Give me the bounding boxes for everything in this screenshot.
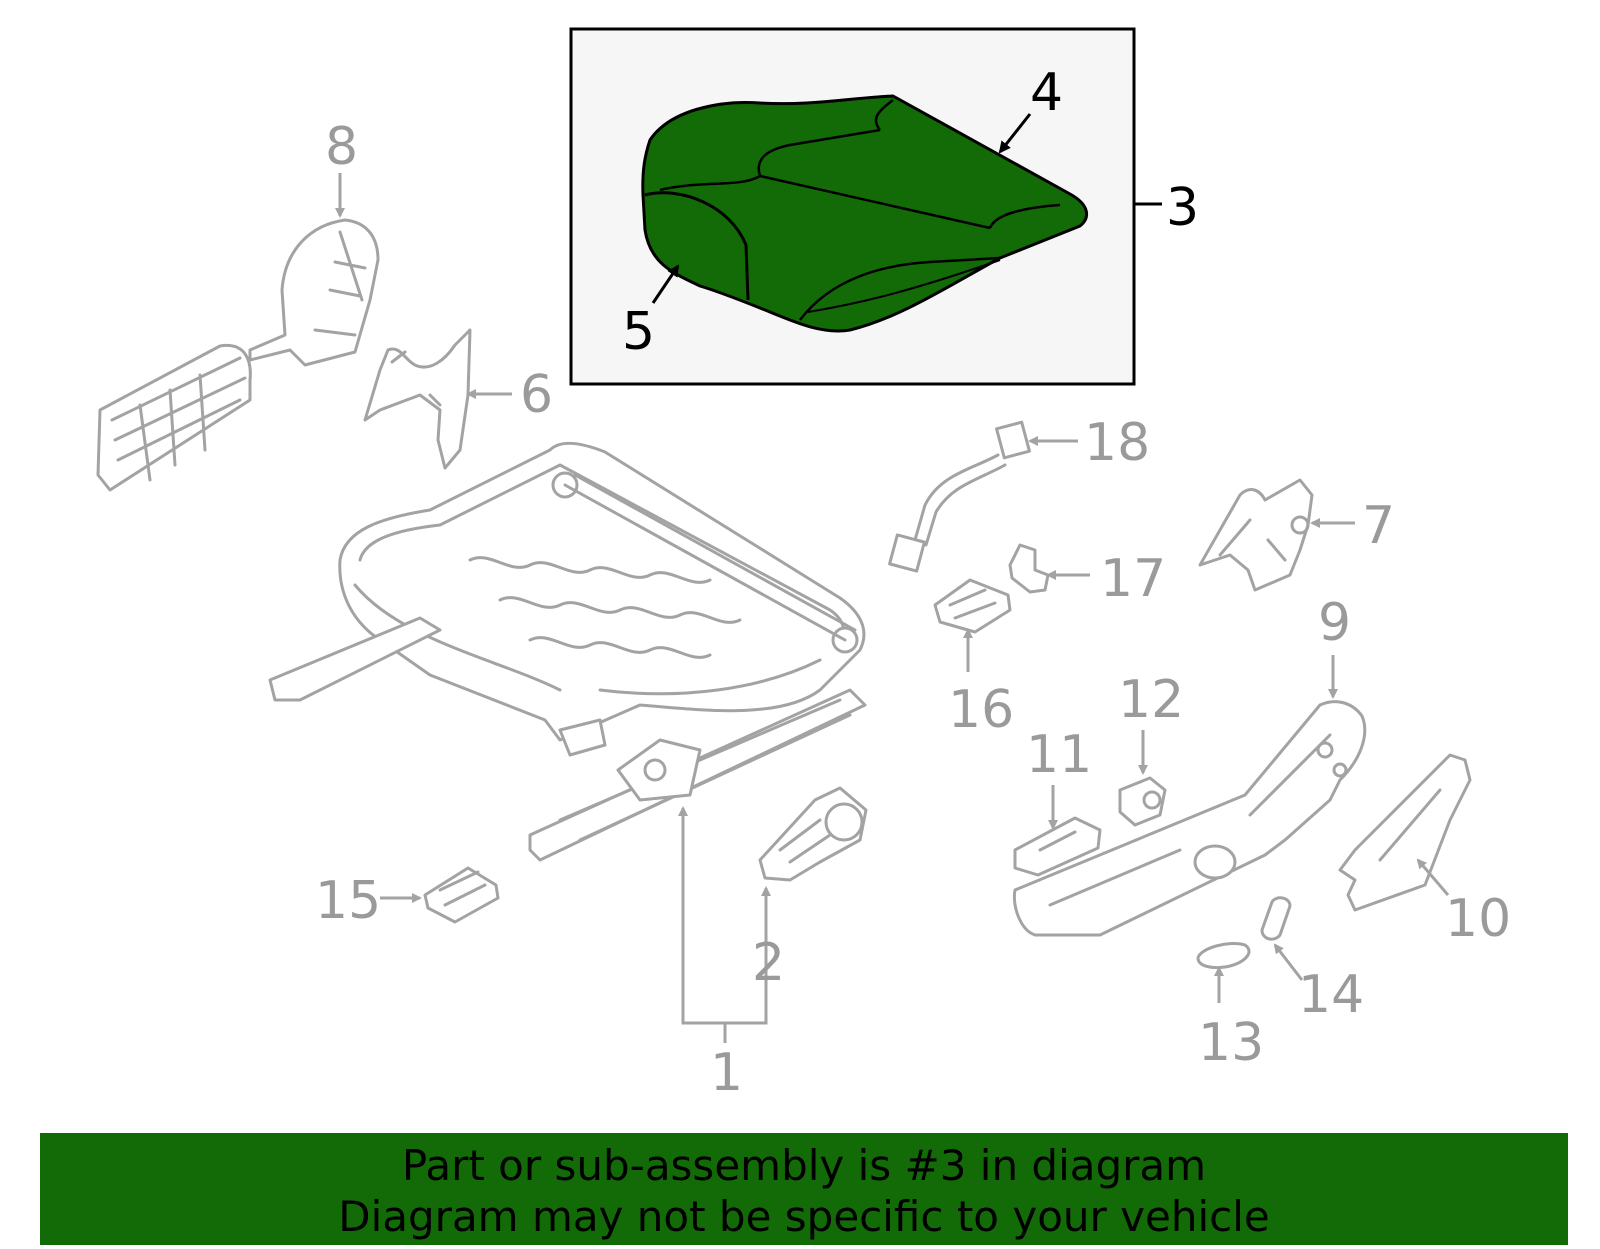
callout-4: 4 (1030, 63, 1063, 123)
clip-15-icon (423, 866, 500, 924)
callout-7: 7 (1362, 496, 1395, 556)
callout-6: 6 (520, 365, 553, 425)
callout-15: 15 (315, 871, 381, 931)
switch-12-icon (1118, 776, 1167, 827)
seat-cushion-pad-icon[interactable] (641, 94, 1089, 333)
recliner-cover-icon (1338, 753, 1472, 912)
leader-5 (651, 264, 680, 304)
clip-16-icon (933, 578, 1012, 634)
recliner-bracket-icon (1198, 478, 1314, 592)
clip-17-icon (1008, 543, 1050, 594)
leader-4 (998, 113, 1032, 154)
seat-frame-icon (268, 442, 867, 862)
callout-16: 16 (948, 680, 1014, 740)
callout-10: 10 (1445, 889, 1511, 949)
side-shield-icon (1012, 700, 1367, 937)
callout-8: 8 (325, 117, 358, 177)
disclaimer-banner: Part or sub-assembly is #3 in diagram Di… (40, 1133, 1568, 1245)
highlight-inset: 4 5 3 (569, 27, 1199, 386)
callout-5: 5 (622, 302, 655, 362)
leader-10 (1416, 858, 1450, 896)
knob-13-icon (1196, 942, 1251, 970)
banner-line-1: Part or sub-assembly is #3 in diagram (401, 1141, 1207, 1190)
callout-13: 13 (1198, 1013, 1264, 1073)
callout-18: 18 (1084, 413, 1150, 473)
callout-9: 9 (1318, 593, 1351, 653)
banner-line-2: Diagram may not be specific to your vehi… (338, 1192, 1270, 1241)
callout-11: 11 (1026, 725, 1092, 785)
callout-17: 17 (1100, 549, 1166, 609)
wire-harness-icon (888, 420, 1031, 573)
seat-motor-icon (758, 786, 868, 882)
callout-3: 3 (1166, 178, 1199, 238)
callout-14: 14 (1298, 965, 1364, 1025)
side-bracket-icon (363, 328, 472, 470)
callout-1: 1 (710, 1043, 743, 1103)
switch-11-icon (1013, 816, 1102, 877)
callout-2: 2 (752, 933, 785, 993)
seat-back-shield-icon (96, 218, 380, 492)
knob-14-icon (1260, 896, 1292, 941)
callout-12: 12 (1118, 670, 1184, 730)
leader-14 (1273, 943, 1304, 981)
